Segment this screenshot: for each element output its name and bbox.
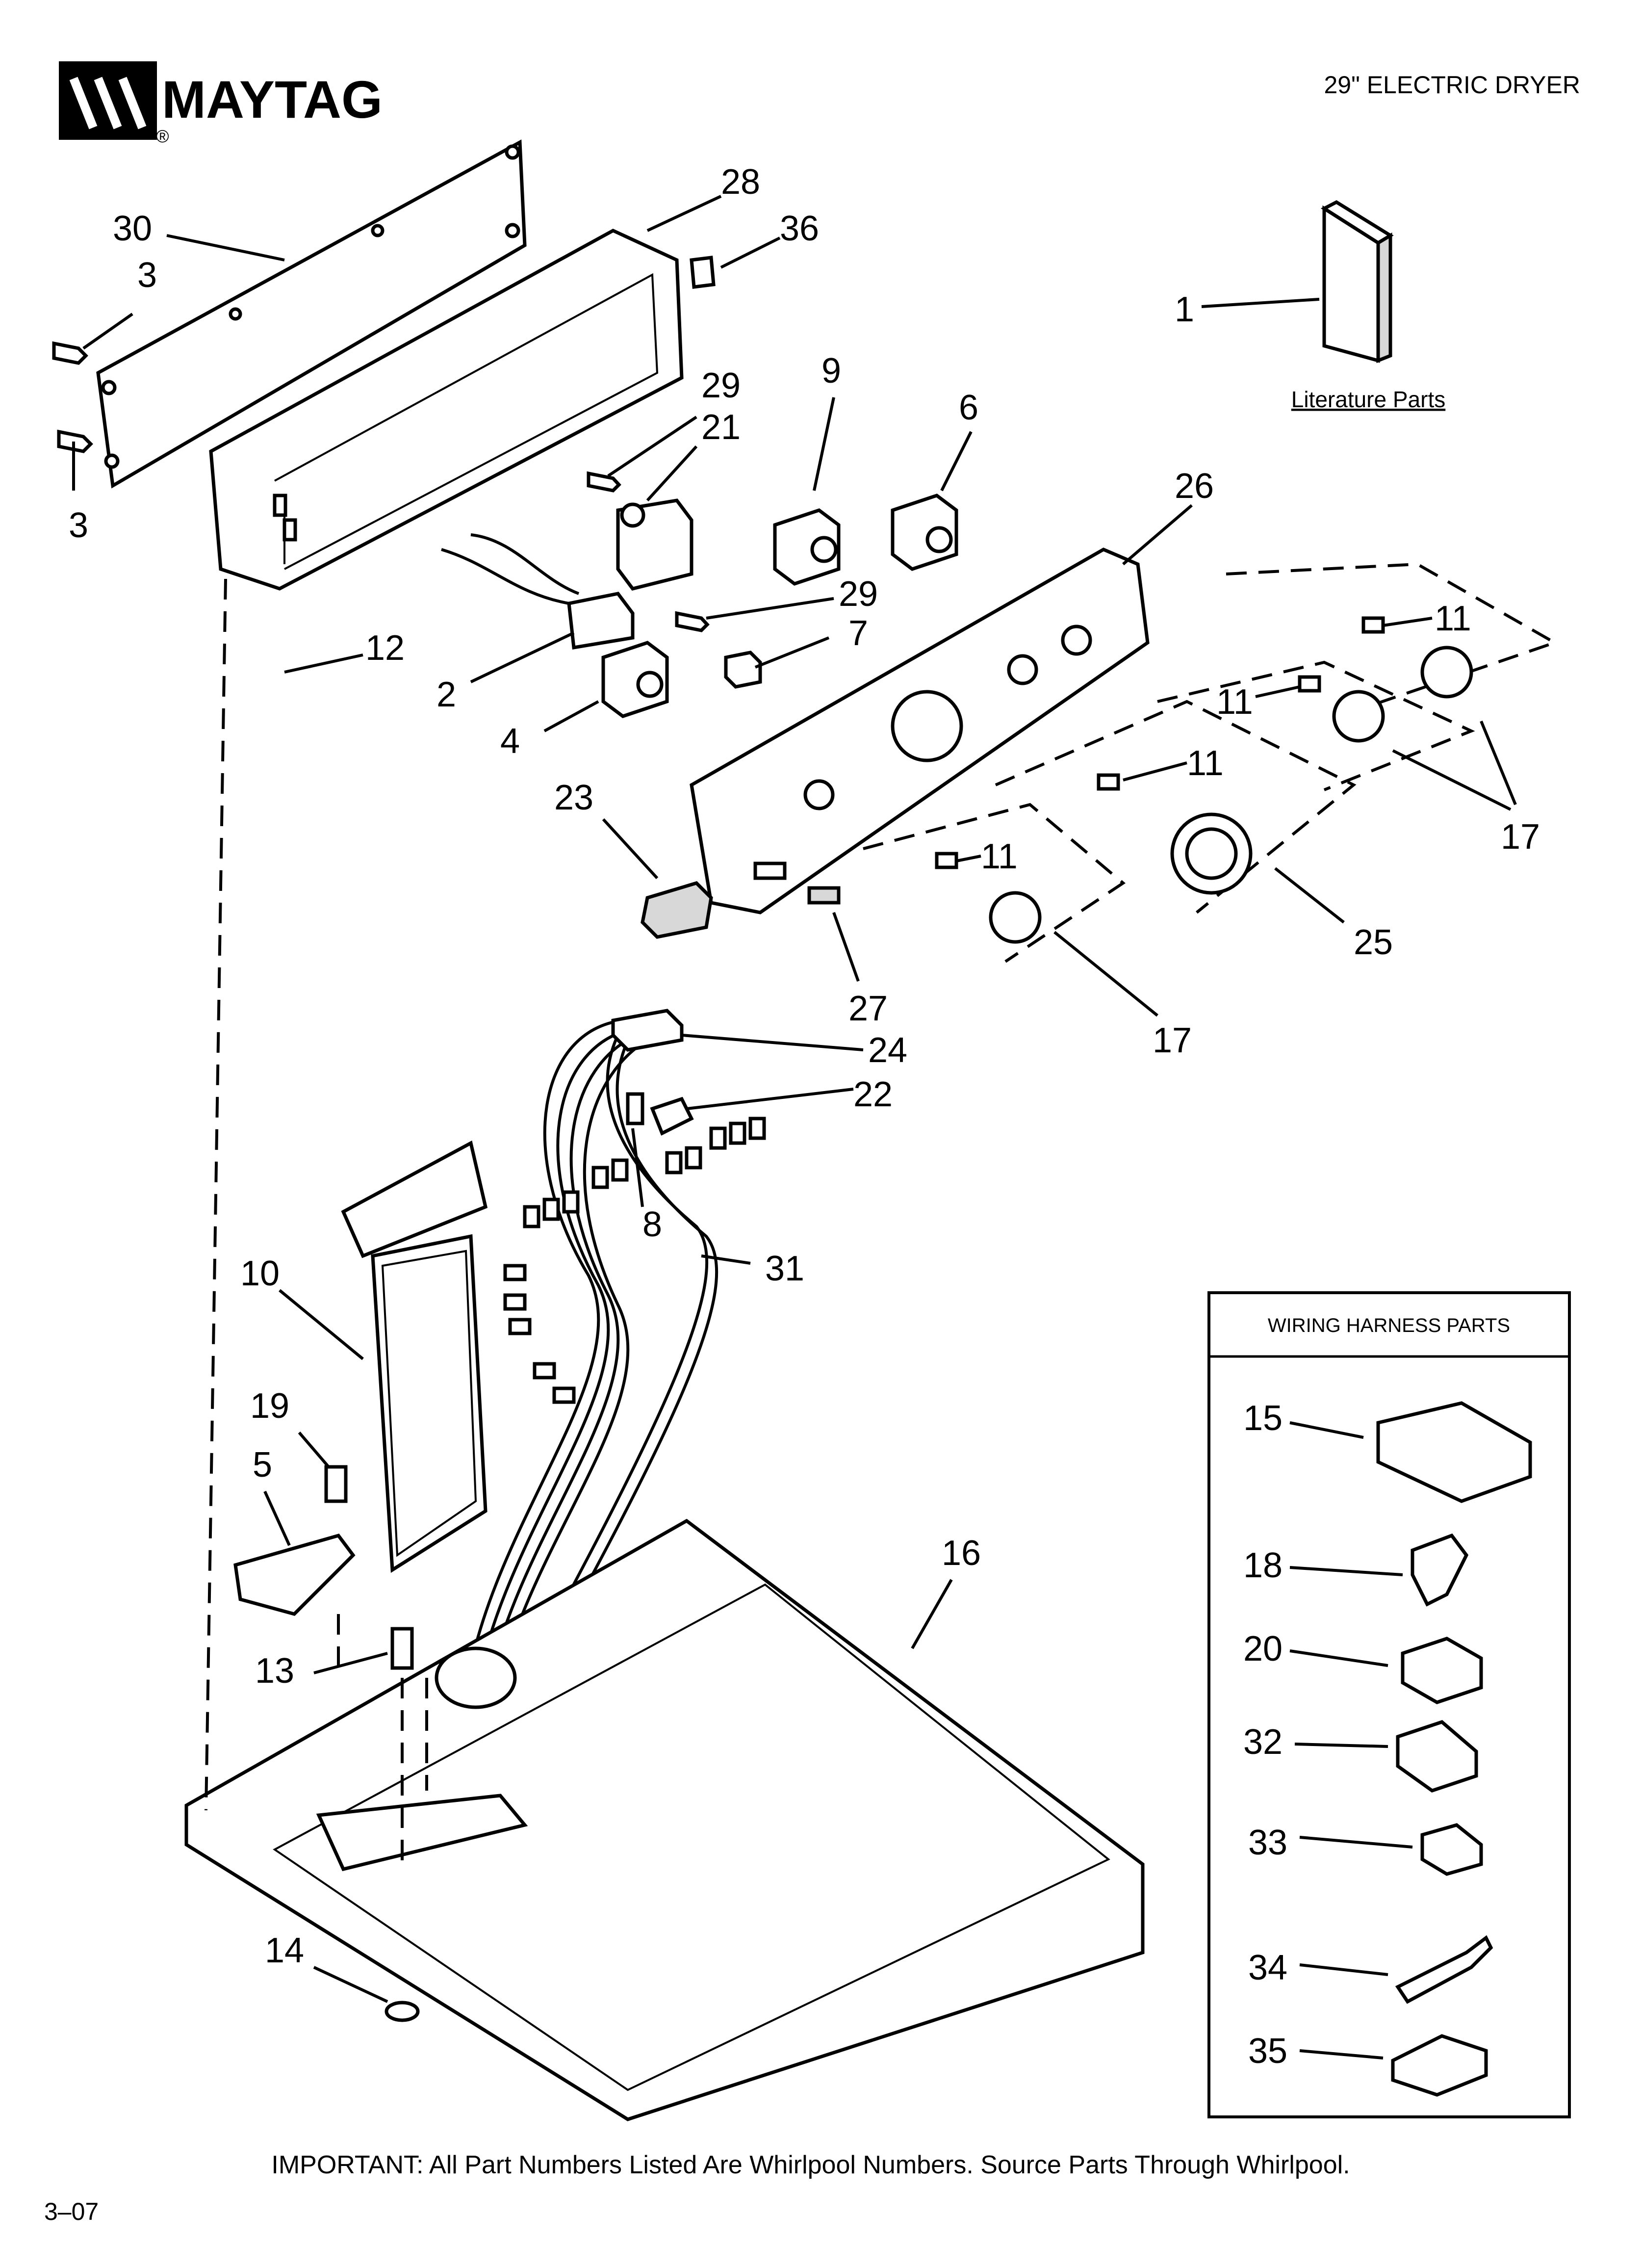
callout-5: 5 (253, 1445, 272, 1485)
callout-23: 23 (554, 778, 593, 817)
connector-20 (1401, 1637, 1483, 1704)
wiring-callout-32: 32 (1243, 1722, 1283, 1762)
callout-29b: 29 (839, 574, 878, 614)
wiring-box-title: WIRING HARNESS PARTS (1268, 1315, 1510, 1336)
wiring-callout-20: 20 (1243, 1629, 1283, 1668)
document-title: 29" ELECTRIC DRYER (1324, 71, 1580, 99)
callout-4: 4 (500, 722, 520, 761)
screw-8 (626, 1092, 644, 1125)
console-housing (209, 229, 684, 591)
rotary-switch-6 (891, 494, 958, 571)
knob-left (989, 891, 1042, 944)
timer-switch (616, 498, 693, 591)
callout-13: 13 (255, 1651, 294, 1691)
clip-18 (1411, 1533, 1469, 1607)
callout-10: 10 (240, 1254, 280, 1293)
callout-28: 28 (721, 162, 760, 202)
clip-11d (935, 852, 958, 869)
callout-29a: 29 (701, 366, 741, 405)
callout-14: 14 (265, 1931, 304, 1970)
callout-8: 8 (642, 1205, 662, 1244)
grommet-14 (385, 2001, 420, 2022)
maytag-logo: MAYTAG ® (59, 61, 383, 146)
screw-left-upper (52, 341, 88, 365)
literature-booklet (1321, 200, 1394, 364)
rotary-switch-9 (773, 508, 841, 586)
callout-22: 22 (853, 1075, 893, 1114)
callout-17a: 17 (1501, 817, 1540, 857)
knob-middle-right (1332, 690, 1385, 743)
wire-harness (464, 1009, 718, 1718)
callout-21: 21 (701, 408, 741, 447)
knob-right (1420, 646, 1473, 699)
clip-11c (1097, 773, 1120, 791)
screw-29b (675, 611, 710, 632)
callout-25: 25 (1354, 923, 1393, 962)
footer-code: 3–07 (44, 2198, 99, 2225)
leader-lines (72, 195, 1517, 2003)
console-rear-panel (96, 139, 527, 489)
callout-27: 27 (848, 989, 888, 1028)
callout-7: 7 (848, 614, 868, 653)
callout-numbers: 30 28 36 3 3 29 21 9 6 26 12 2 29 7 4 11… (69, 162, 1540, 1970)
clip-part (690, 256, 716, 289)
wiring-harness-parts-box: WIRING HARNESS PARTS 15 18 20 32 33 34 3… (1207, 1291, 1571, 2118)
maytag-logo-stripes (69, 77, 147, 130)
callout-31: 31 (765, 1249, 804, 1288)
power-cord-harness (441, 533, 635, 650)
callout-2: 2 (436, 675, 456, 714)
control-label-27 (807, 886, 841, 905)
terminal-connectors-right (665, 1117, 766, 1174)
callout-11b: 11 (1216, 682, 1253, 722)
callout-17b: 17 (1153, 1021, 1192, 1060)
callout-16: 16 (942, 1534, 981, 1573)
callout-11a: 11 (1435, 599, 1471, 638)
callout-11d: 11 (981, 837, 1018, 876)
wiring-callout-34: 34 (1248, 1948, 1287, 1987)
registered-mark: ® (156, 126, 169, 146)
switch-bracket-7 (724, 651, 762, 689)
connector-35 (1391, 2034, 1488, 2097)
callout-24: 24 (868, 1031, 907, 1070)
top-panel (184, 1518, 1145, 2121)
connector-33 (1420, 1823, 1483, 1876)
clip-11b (1298, 675, 1321, 693)
literature-callout: 1 (1175, 290, 1194, 329)
rotary-switch-4 (601, 641, 669, 718)
callout-19: 19 (250, 1386, 289, 1426)
callout-36: 36 (780, 209, 819, 248)
connector-15 (1376, 1401, 1532, 1503)
callout-26: 26 (1175, 467, 1214, 506)
callout-11c: 11 (1187, 744, 1224, 783)
callout-3a: 3 (137, 256, 157, 295)
wiring-callout-35: 35 (1248, 2032, 1287, 2071)
brand-name: MAYTAG (162, 70, 383, 129)
callout-3b: 3 (69, 506, 88, 545)
wiring-callout-33: 33 (1248, 1823, 1287, 1862)
callout-6: 6 (959, 388, 978, 427)
terminal-connectors-left (503, 1158, 629, 1404)
lint-screen (341, 1140, 488, 1573)
callout-9: 9 (821, 351, 841, 391)
terminal-34 (1395, 1935, 1493, 2004)
foam-pad-23 (641, 881, 713, 939)
screw-13 (390, 1627, 414, 1670)
control-panel (690, 547, 1150, 914)
screw-29a (587, 471, 621, 493)
wiring-callout-15: 15 (1243, 1399, 1283, 1438)
callout-12: 12 (365, 628, 405, 668)
screw-19 (324, 1465, 348, 1503)
connector-32 (1396, 1720, 1478, 1793)
wiring-callout-18: 18 (1243, 1546, 1283, 1585)
literature-label: Literature Parts (1291, 387, 1445, 412)
footer-notice: IMPORTANT: All Part Numbers Listed Are W… (271, 2151, 1350, 2179)
callout-30: 30 (113, 209, 152, 248)
clip-11a (1361, 616, 1385, 634)
lint-bracket (233, 1533, 356, 1616)
